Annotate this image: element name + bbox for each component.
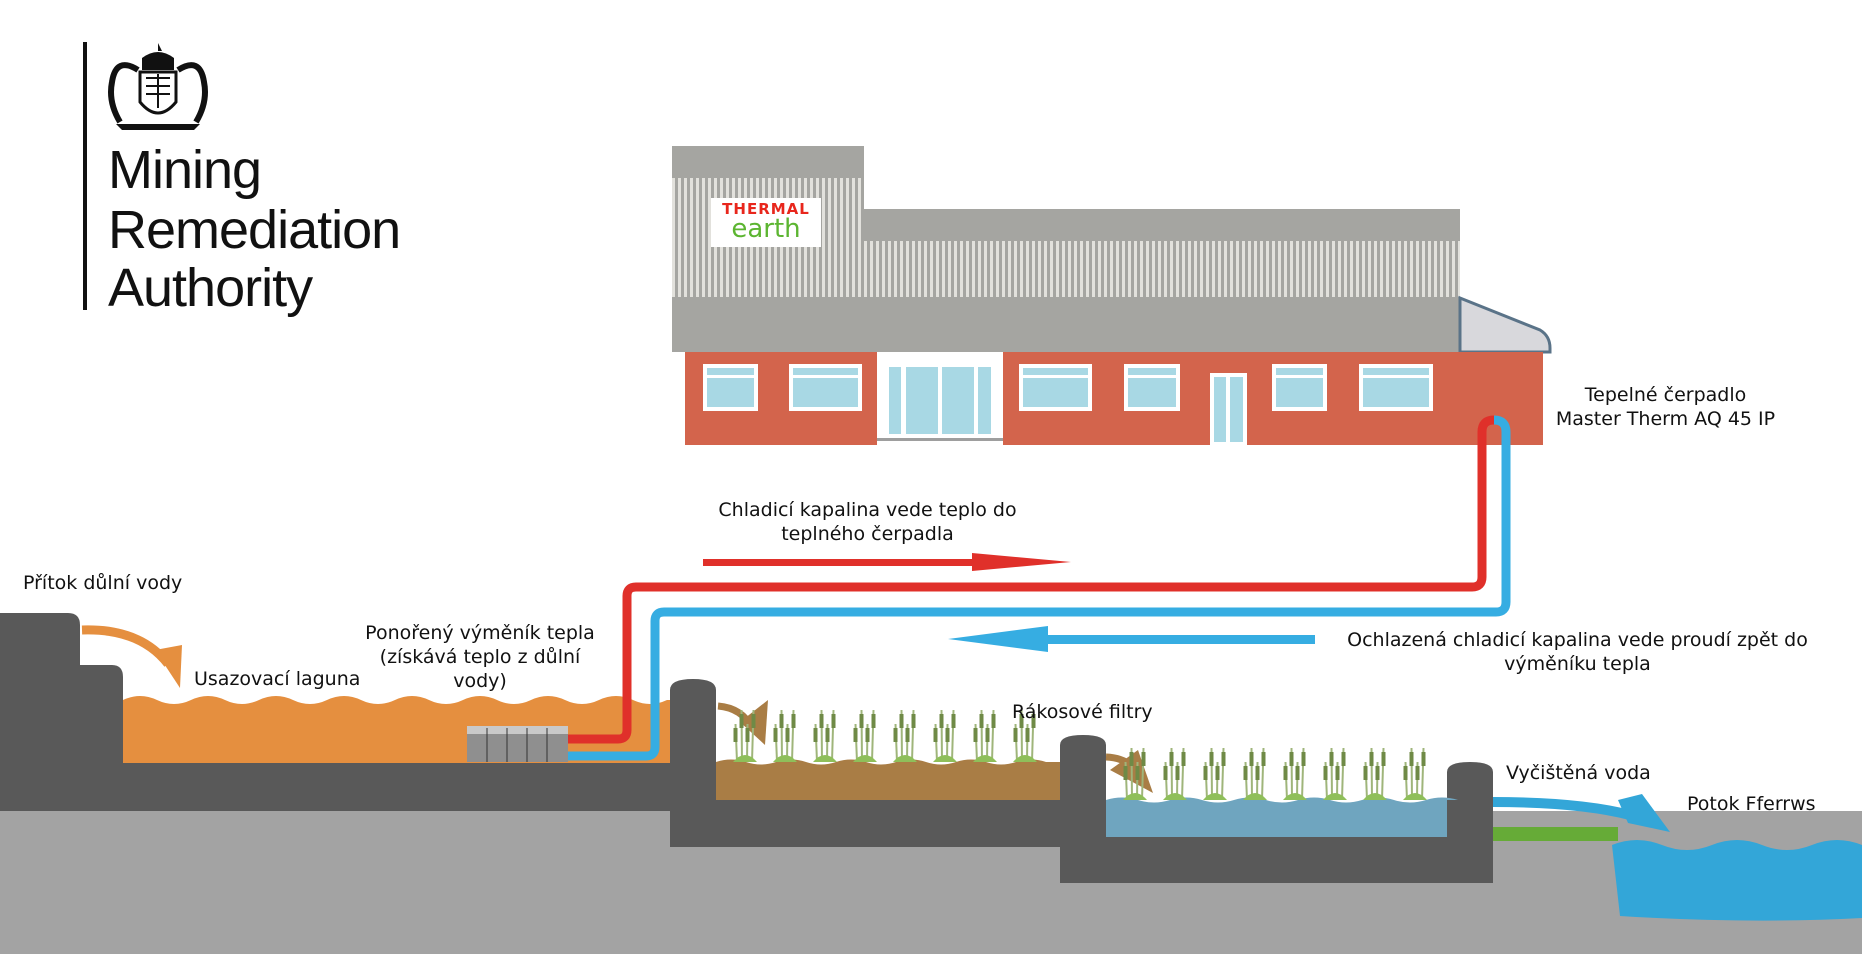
- reed-clump: [1243, 747, 1267, 801]
- reed-clump: [1123, 747, 1147, 801]
- thermal-earth-sign: THERMAL earth: [711, 198, 821, 247]
- reeds: [733, 709, 1427, 801]
- inflow-label: Přítok důlní vody: [23, 572, 183, 594]
- window: [789, 364, 862, 411]
- cold-flow-arrow-icon: [948, 626, 1315, 652]
- clean-water-arrow-icon: [1492, 797, 1632, 820]
- windows: [703, 364, 1433, 446]
- side-door: [1210, 373, 1247, 446]
- clean-water-label: Vyčištěná voda: [1506, 762, 1651, 784]
- window: [1019, 364, 1092, 411]
- warm-coolant-pipe: [568, 415, 1495, 744]
- building: [672, 146, 1552, 446]
- reed-clump: [1163, 747, 1187, 801]
- grass-strip: [1493, 827, 1618, 841]
- heat-exchanger-label: Ponořený výměník tepla (získává teplo z …: [365, 622, 595, 692]
- reed-clump: [773, 709, 797, 763]
- window: [1359, 364, 1433, 411]
- filter-water: [1106, 797, 1458, 837]
- reed-clump: [733, 709, 757, 763]
- cold-coolant-pipe: [568, 415, 1511, 761]
- reed-bed-2: [1060, 762, 1493, 883]
- reed-soil: [716, 759, 1060, 800]
- reed-clump: [1403, 747, 1427, 801]
- heat-pump-label: Tepelné čerpadlo Master Therm AQ 45 IP: [1555, 384, 1776, 430]
- warm-flow-arrow-icon: [703, 553, 1071, 571]
- reed-bed-1: [670, 735, 1106, 847]
- organisation-name-line-2: Remediation: [108, 200, 401, 260]
- royal-coat-of-arms-icon: [83, 42, 208, 310]
- organisation-name-line-1: Mining: [108, 140, 262, 200]
- reed-clump: [1013, 709, 1037, 763]
- lagoon-wall-left: [0, 613, 716, 811]
- reed-clump: [973, 709, 997, 763]
- stream-label: Potok Fferrws: [1687, 793, 1816, 815]
- canopy: [1458, 295, 1552, 354]
- reed-clump: [1323, 747, 1347, 801]
- inflow-arrow-icon: [81, 625, 172, 667]
- reed-clump: [1363, 747, 1387, 801]
- warm-coolant-label: Chladicí kapalina vede teplo do teplného…: [718, 499, 1017, 545]
- reed-clump: [893, 709, 917, 763]
- reed-clump: [1203, 747, 1227, 801]
- reed-filters-label: Rákosové filtry: [1012, 701, 1153, 723]
- organisation-name-line-3: Authority: [108, 258, 313, 318]
- window: [1272, 364, 1327, 411]
- reed-clump: [1283, 747, 1307, 801]
- cold-coolant-label: Ochlazená chladicí kapalina vede proudí …: [1347, 629, 1808, 675]
- sign-line-1: THERMAL: [722, 200, 810, 218]
- submerged-heat-exchanger: [467, 726, 568, 762]
- reed-clump: [813, 709, 837, 763]
- reed-clump: [853, 709, 877, 763]
- settling-lagoon: [0, 613, 716, 811]
- reed-clump: [933, 709, 957, 763]
- window: [1124, 364, 1180, 411]
- stream-water: [1612, 840, 1862, 921]
- lagoon-label: Usazovací laguna: [194, 668, 361, 690]
- sign-line-2: earth: [731, 214, 801, 244]
- window: [703, 364, 758, 411]
